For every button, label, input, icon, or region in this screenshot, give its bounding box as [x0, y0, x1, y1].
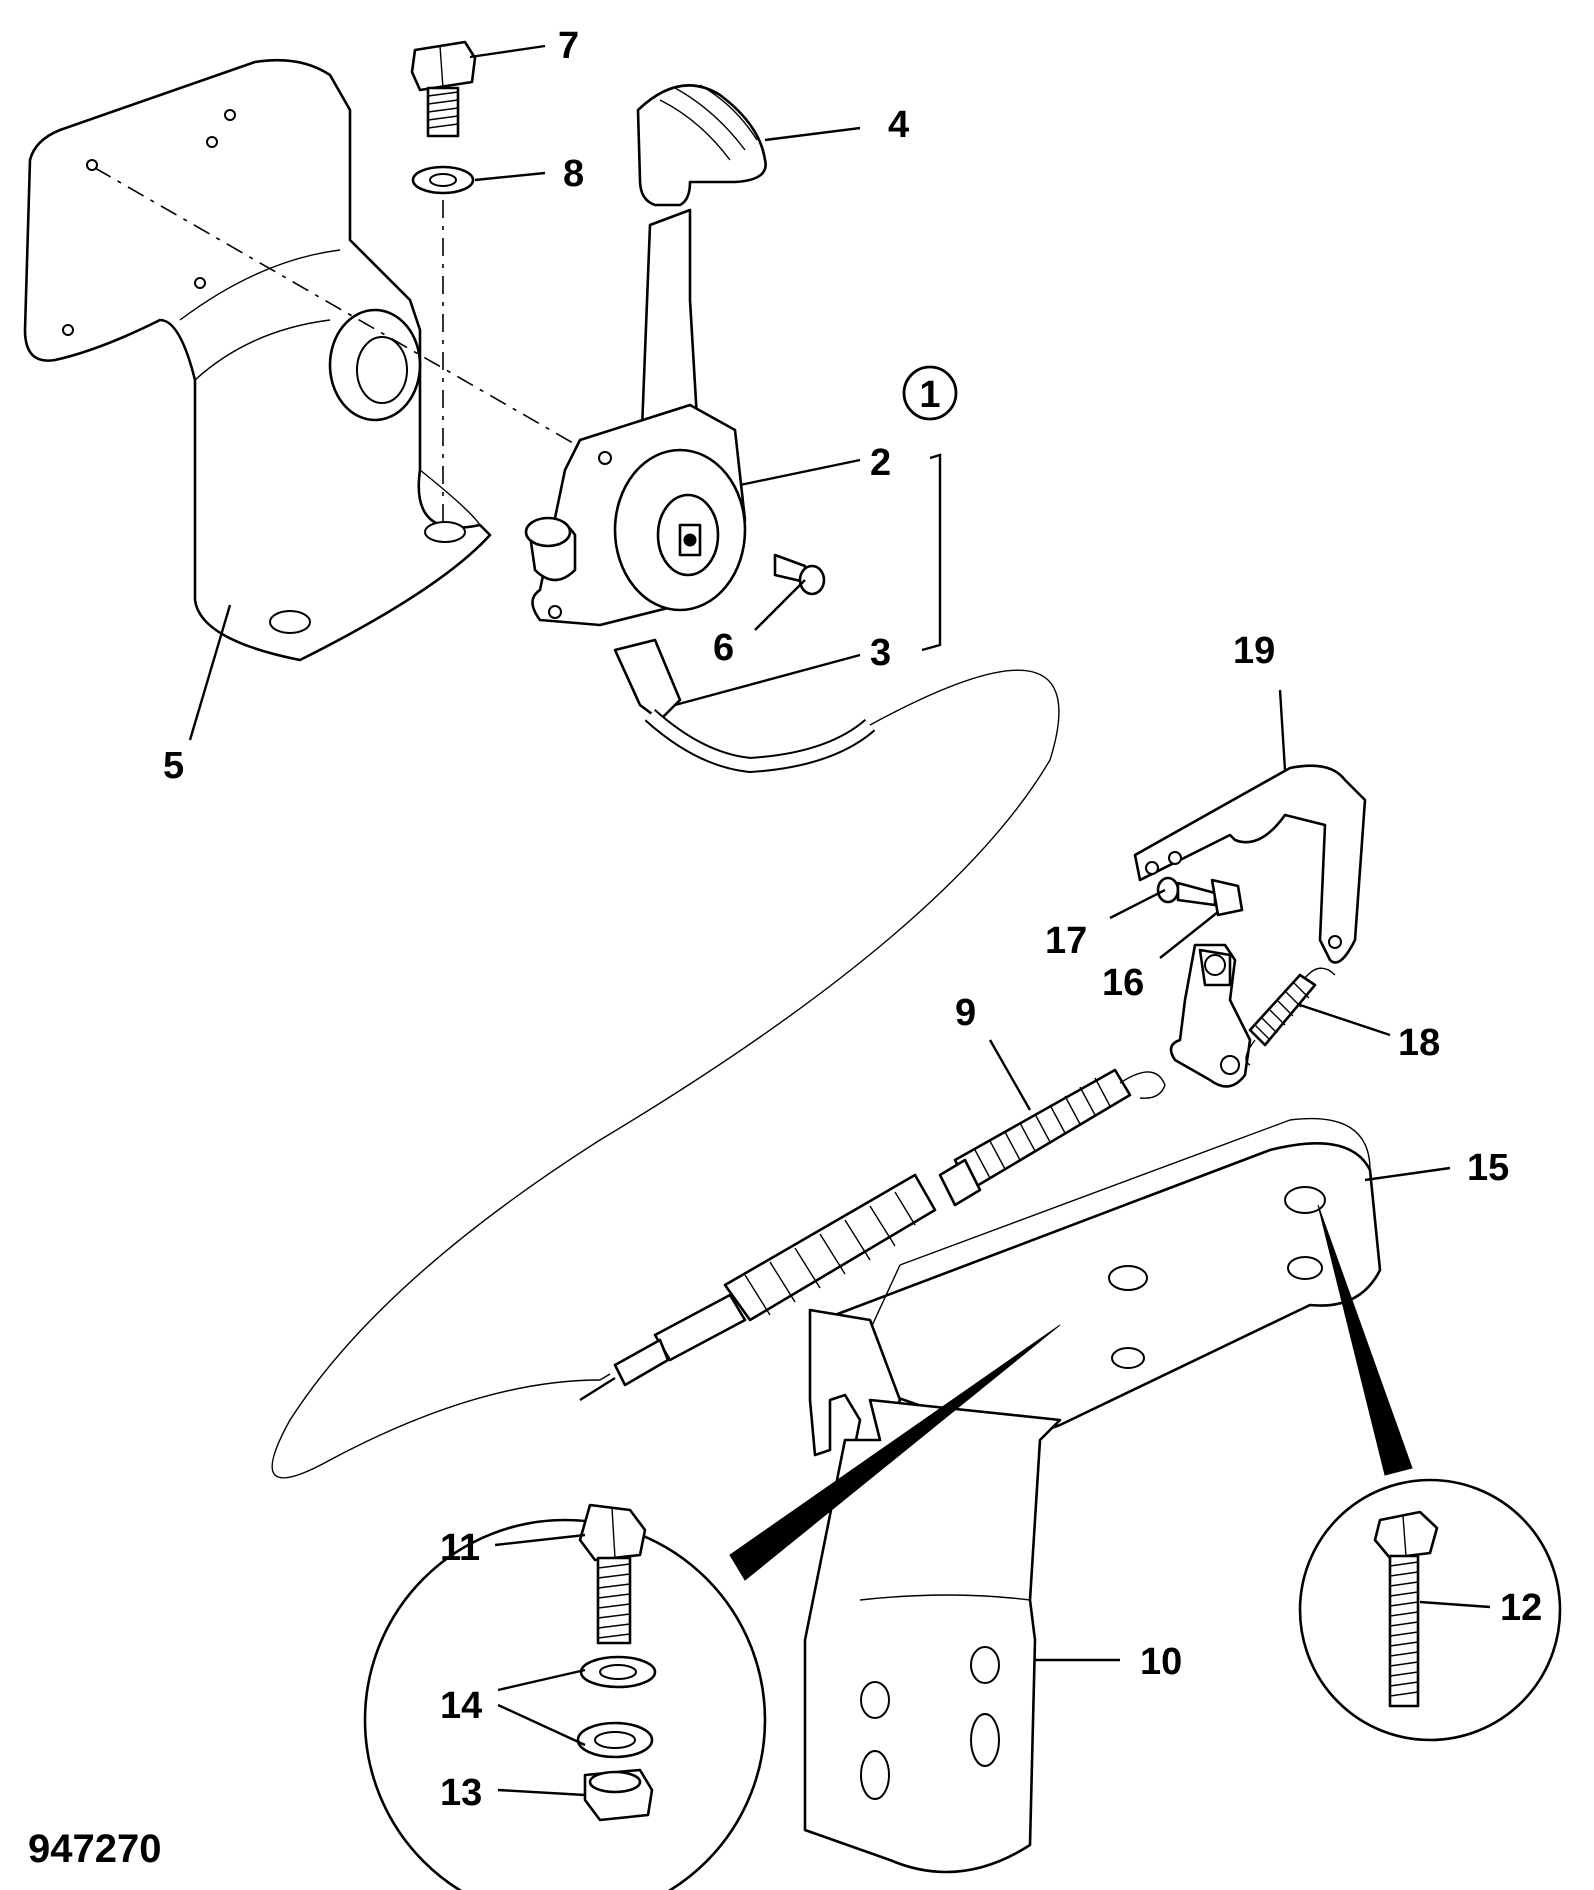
callout-label-3: 3: [870, 632, 891, 674]
washer-part-17: [1156, 876, 1180, 904]
callout-label-6: 6: [713, 627, 734, 669]
bolt-part-16: [1176, 878, 1244, 917]
detail-circle-left: [363, 1503, 767, 1890]
screw-part-6: [773, 553, 826, 596]
callout-label-12: 12: [1500, 1587, 1542, 1629]
callout-label-1: 1: [919, 374, 940, 416]
callout-label-8: 8: [563, 153, 584, 195]
main-plate-part-15: [833, 1117, 1382, 1436]
cable-clevis-link: [1169, 943, 1252, 1088]
cable-end-spring-part-9: [579, 1068, 1166, 1402]
detail-circle-right: [1298, 1478, 1562, 1742]
callout-label-10: 10: [1140, 1641, 1182, 1683]
drawing-number: 947270: [28, 1827, 161, 1871]
callout-label-7: 7: [558, 25, 579, 67]
callout-label-15: 15: [1467, 1147, 1509, 1189]
callout-label-5: 5: [163, 745, 184, 787]
callout-label-4: 4: [888, 104, 909, 146]
spring-bracket-part-19: [1133, 764, 1367, 964]
callout-label-14: 14: [440, 1685, 482, 1727]
callout-leaders: [188, 44, 1491, 1797]
mounting-plate-part-10: [803, 1308, 1062, 1874]
detail-pointer-cones: [729, 1204, 1413, 1581]
callout-label-9: 9: [955, 992, 976, 1034]
mounting-bracket-part-5: [23, 58, 492, 662]
callout-label-19: 19: [1233, 630, 1275, 672]
callout-label-13: 13: [440, 1772, 482, 1814]
callout-label-11: 11: [440, 1527, 480, 1569]
callout-label-18: 18: [1398, 1022, 1440, 1064]
callout-label-16: 16: [1102, 962, 1144, 1004]
throttle-cable-part-3: [271, 638, 1060, 1479]
return-spring-part-18: [1245, 967, 1336, 1066]
throttle-lever-part-2: [524, 208, 747, 627]
callout-labels: 1 2 3 4 5 6 7 8 9 10 11 12 13 14 15 16 1…: [163, 25, 1542, 1814]
callout-label-2: 2: [870, 442, 891, 484]
washer-part-8: [411, 165, 475, 195]
hex-bolt-part-7: [410, 40, 477, 138]
lever-knob-part-4: [636, 84, 767, 207]
callout-label-17: 17: [1045, 920, 1087, 962]
